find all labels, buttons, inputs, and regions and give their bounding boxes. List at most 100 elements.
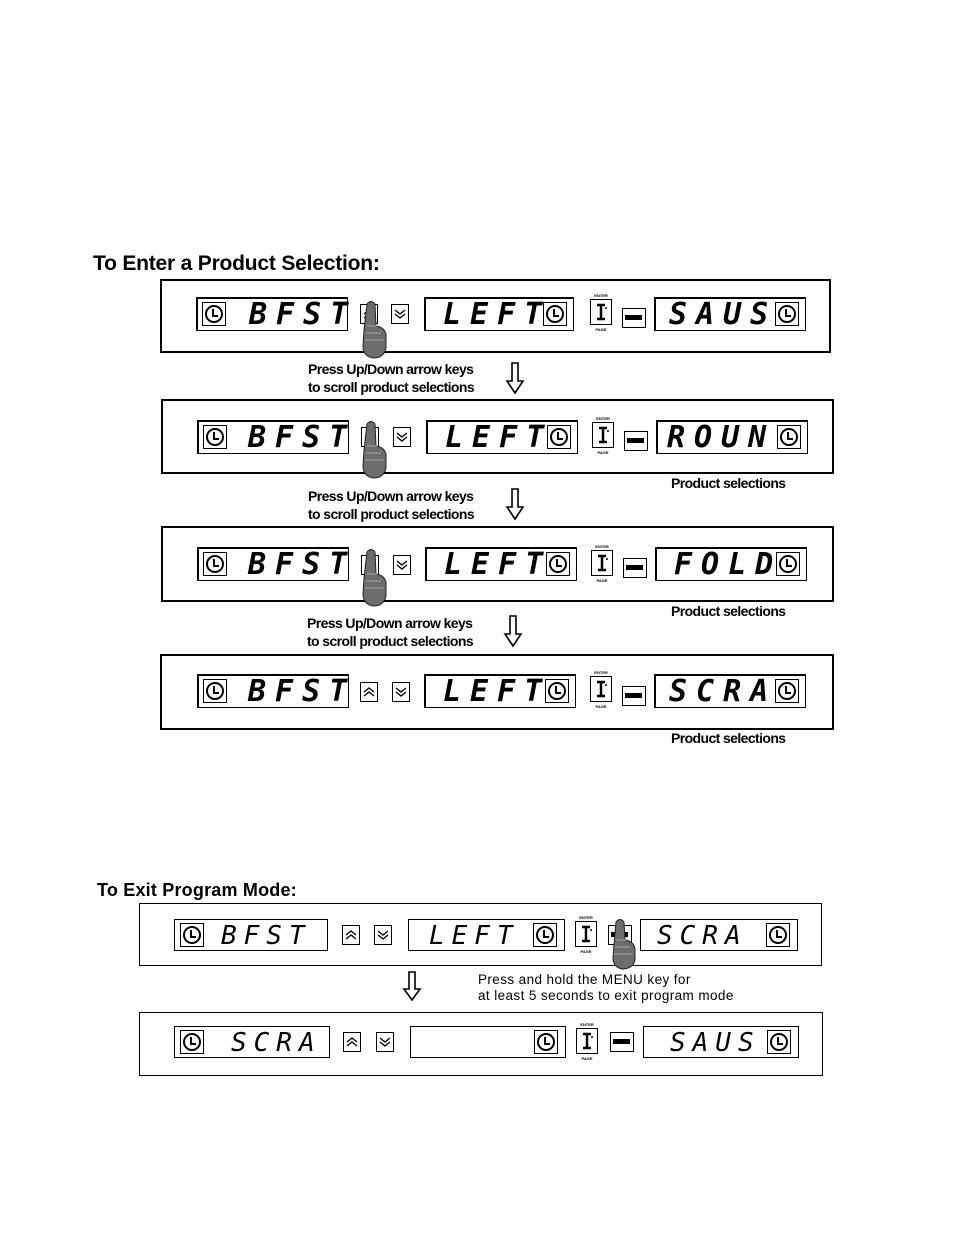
up-arrow-icon <box>345 930 357 940</box>
right-display-text: SCRA <box>669 674 778 709</box>
clock-icon[interactable] <box>543 302 567 326</box>
clock-icon[interactable] <box>546 552 570 576</box>
right-display-text: SCRA <box>657 921 748 951</box>
right-display: SAUS <box>654 297 806 331</box>
enter-label: ENTER <box>579 915 593 920</box>
exit-instruction-line-2: at least 5 seconds to exit program mode <box>478 988 734 1003</box>
control-panel-2: BFST LEFT ENTER PAGE ROUN <box>161 399 834 474</box>
enter-key-icon <box>598 554 608 572</box>
right-display: SAUS <box>643 1026 799 1058</box>
clock-icon[interactable] <box>203 425 227 449</box>
left-display: SCRA <box>174 1026 330 1058</box>
down-arrow-key[interactable] <box>391 304 409 324</box>
clock-icon[interactable] <box>180 923 204 947</box>
clock-icon[interactable] <box>534 1030 558 1054</box>
up-arrow-icon <box>363 687 375 697</box>
middle-display: LEFT <box>424 297 574 331</box>
up-arrow-key[interactable] <box>343 1032 361 1052</box>
middle-display: LEFT <box>408 919 565 951</box>
left-display-text: BFST <box>248 420 357 455</box>
control-panel-3: BFST LEFT ENTER PAGE FOLD <box>161 526 834 602</box>
enter-page-key[interactable]: ENTER PAGE <box>576 1022 598 1061</box>
enter-page-key[interactable]: ENTER PAGE <box>575 915 597 954</box>
down-flow-arrow-icon <box>402 971 422 1002</box>
menu-key[interactable] <box>624 431 648 451</box>
enter-section-heading: To Enter a Product Selection: <box>93 252 380 275</box>
enter-key-icon <box>597 680 607 698</box>
middle-display <box>410 1026 566 1058</box>
exit-control-panel-1: BFST LEFT ENTER PAGE SCRA <box>139 903 822 966</box>
right-display: ROUN <box>656 420 808 454</box>
enter-key-icon <box>582 925 592 943</box>
right-display: FOLD <box>655 547 807 581</box>
down-arrow-key[interactable] <box>393 555 411 575</box>
instruction-line-2: to scroll product selections <box>308 506 475 522</box>
product-selections-caption: Product selections <box>671 730 786 746</box>
down-arrow-key[interactable] <box>374 925 392 945</box>
enter-key-icon <box>599 426 609 444</box>
instruction-line-1: Press Up/Down arrow keys <box>307 615 473 631</box>
product-selections-caption: Product selections <box>671 475 786 491</box>
down-arrow-icon <box>396 432 408 442</box>
clock-icon[interactable] <box>203 552 227 576</box>
down-arrow-icon <box>395 687 407 697</box>
product-selections-caption: Product selections <box>671 603 786 619</box>
left-display-text: BFST <box>249 297 358 332</box>
middle-display: LEFT <box>426 420 578 454</box>
clock-icon[interactable] <box>203 679 227 703</box>
right-display: SCRA <box>640 919 798 951</box>
control-panel-4: BFST LEFT ENTER PAGE SCRA <box>160 654 834 730</box>
middle-display-text: LEFT <box>445 420 554 455</box>
pointing-finger-icon <box>362 301 387 359</box>
menu-key[interactable] <box>622 308 646 328</box>
clock-icon[interactable] <box>775 302 799 326</box>
page-label: PAGE <box>597 450 609 455</box>
left-display-text: BFST <box>221 921 312 951</box>
left-display: BFST <box>197 674 349 708</box>
down-arrow-key[interactable] <box>393 427 411 447</box>
down-arrow-icon <box>379 1037 391 1047</box>
left-display-text: SCRA <box>231 1028 322 1058</box>
clock-icon[interactable] <box>767 1030 791 1054</box>
enter-label: ENTER <box>596 416 610 421</box>
down-arrow-key[interactable] <box>392 682 410 702</box>
right-display-text: SAUS <box>670 1028 761 1058</box>
enter-page-key[interactable]: ENTER PAGE <box>591 544 613 583</box>
down-flow-arrow-icon <box>505 362 525 395</box>
enter-key-icon <box>597 303 607 321</box>
clock-icon[interactable] <box>180 1030 204 1054</box>
middle-display-text: LEFT <box>429 921 520 951</box>
pointing-finger-icon <box>362 421 387 479</box>
up-arrow-key[interactable] <box>342 925 360 945</box>
clock-icon[interactable] <box>775 679 799 703</box>
left-display: BFST <box>197 547 349 581</box>
clock-icon[interactable] <box>547 425 571 449</box>
enter-page-key[interactable]: ENTER PAGE <box>590 293 612 332</box>
enter-page-key[interactable]: ENTER PAGE <box>592 416 614 455</box>
clock-icon[interactable] <box>545 679 569 703</box>
instruction-line-1: Press Up/Down arrow keys <box>308 488 474 504</box>
pointing-finger-icon <box>362 549 387 607</box>
middle-display-text: LEFT <box>443 674 552 709</box>
exit-section-heading: To Exit Program Mode: <box>97 880 297 900</box>
exit-instruction-line-1: Press and hold the MENU key for <box>478 972 691 987</box>
middle-display-text: LEFT <box>443 297 552 332</box>
clock-icon[interactable] <box>777 425 801 449</box>
enter-page-key[interactable]: ENTER PAGE <box>590 670 612 709</box>
clock-icon[interactable] <box>202 302 226 326</box>
menu-key[interactable] <box>622 686 646 706</box>
menu-key[interactable] <box>610 1032 634 1052</box>
instruction-line-2: to scroll product selections <box>307 633 474 649</box>
right-display-text: FOLD <box>674 547 783 582</box>
down-arrow-key[interactable] <box>376 1032 394 1052</box>
right-display-text: ROUN <box>667 420 776 455</box>
down-arrow-icon <box>394 309 406 319</box>
clock-icon[interactable] <box>776 552 800 576</box>
menu-key[interactable] <box>623 558 647 578</box>
exit-control-panel-2: SCRA ENTER PAGE SAUS <box>139 1012 823 1076</box>
clock-icon[interactable] <box>533 923 557 947</box>
enter-label: ENTER <box>594 293 608 298</box>
up-arrow-key[interactable] <box>360 682 378 702</box>
clock-icon[interactable] <box>766 923 790 947</box>
pointing-finger-icon <box>612 919 636 970</box>
